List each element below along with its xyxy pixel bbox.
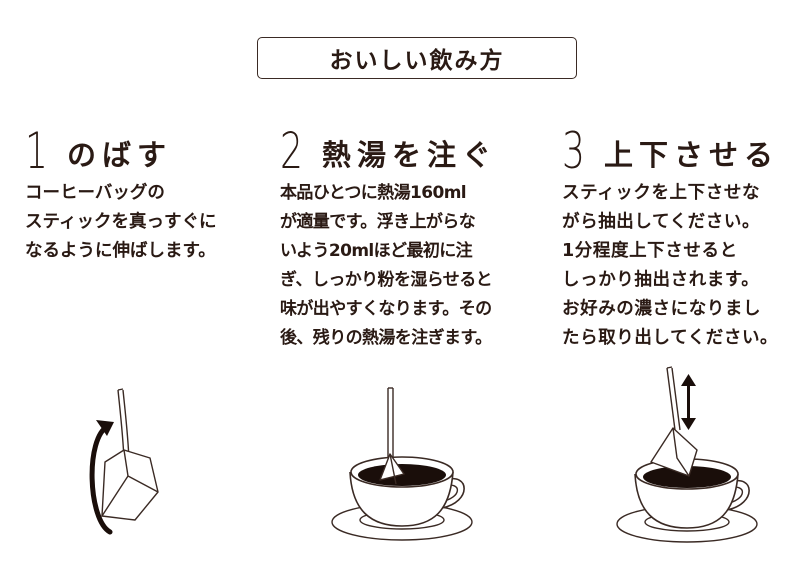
step-2-heading: 2 熱湯を注ぐ	[280, 120, 500, 176]
step-2: 2 熱湯を注ぐ 本品ひとつに熱湯160ml が適量です。浮き上がらな いよう20…	[280, 120, 500, 353]
step-3-description: スティックを上下させな がら抽出してください。 1分程度上下させると しっかり抽…	[562, 183, 779, 348]
step-3-title: 上下させる	[604, 138, 780, 172]
step-3: 3 上下させる スティックを上下させな がら抽出してください。 1分程度上下させ…	[562, 120, 792, 353]
step-1-description: コーヒーバッグの スティックを真っすぐに なるように伸ばします。	[25, 183, 217, 261]
bag-stretch-illustration	[89, 388, 159, 535]
step-1: 1 のばす コーヒーバッグの スティックを真っすぐに なるように伸ばします。	[25, 120, 250, 266]
step-3-heading: 3 上下させる	[562, 120, 792, 176]
step-1-heading: 1 のばす	[25, 120, 250, 176]
step-3-number: 3	[562, 122, 585, 180]
cup-pour-illustration	[331, 387, 473, 541]
step-2-description: 本品ひとつに熱湯160ml が適量です。浮き上がらな いよう20mlほど最初に注…	[280, 183, 493, 348]
step-2-title: 熱湯を注ぐ	[322, 138, 498, 172]
step-1-number: 1	[25, 122, 48, 180]
cup-updown-illustration	[616, 366, 758, 543]
page-title: おいしい飲み方	[257, 37, 577, 79]
step-1-title: のばす	[67, 138, 173, 172]
step-2-number: 2	[280, 122, 303, 180]
